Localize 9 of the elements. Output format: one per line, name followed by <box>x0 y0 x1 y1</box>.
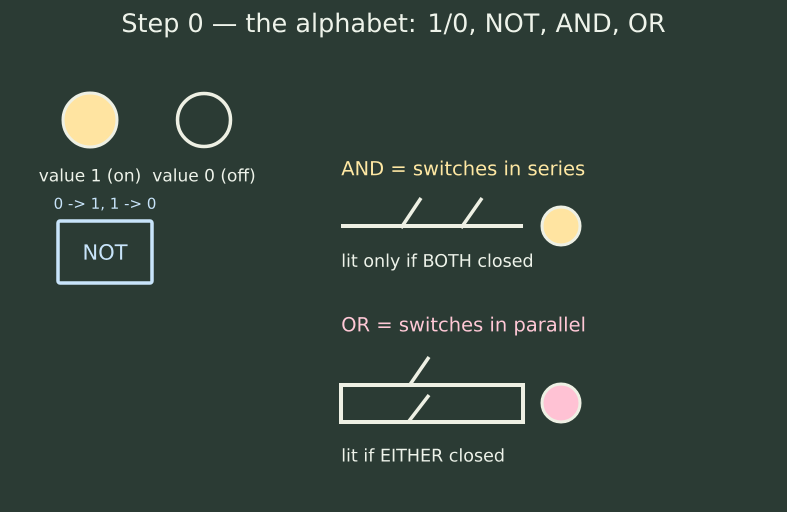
value-label: value 1 (on) <box>39 168 140 184</box>
value-label: value 0 (off) <box>152 168 254 184</box>
gate-box: NOT <box>56 219 154 285</box>
circuit-caption: lit only if BOTH closed <box>342 254 532 270</box>
truth-rule: 0 -> 1, 1 -> 0 <box>54 198 156 210</box>
circuit-heading: OR = switches in parallel <box>342 316 584 336</box>
circuit-caption: lit if EITHER closed <box>342 448 504 462</box>
circuit-heading: AND = switches in series <box>341 160 584 176</box>
title: Step 0 — the alphabet: 1/0, NOT, AND, OR <box>123 12 665 38</box>
